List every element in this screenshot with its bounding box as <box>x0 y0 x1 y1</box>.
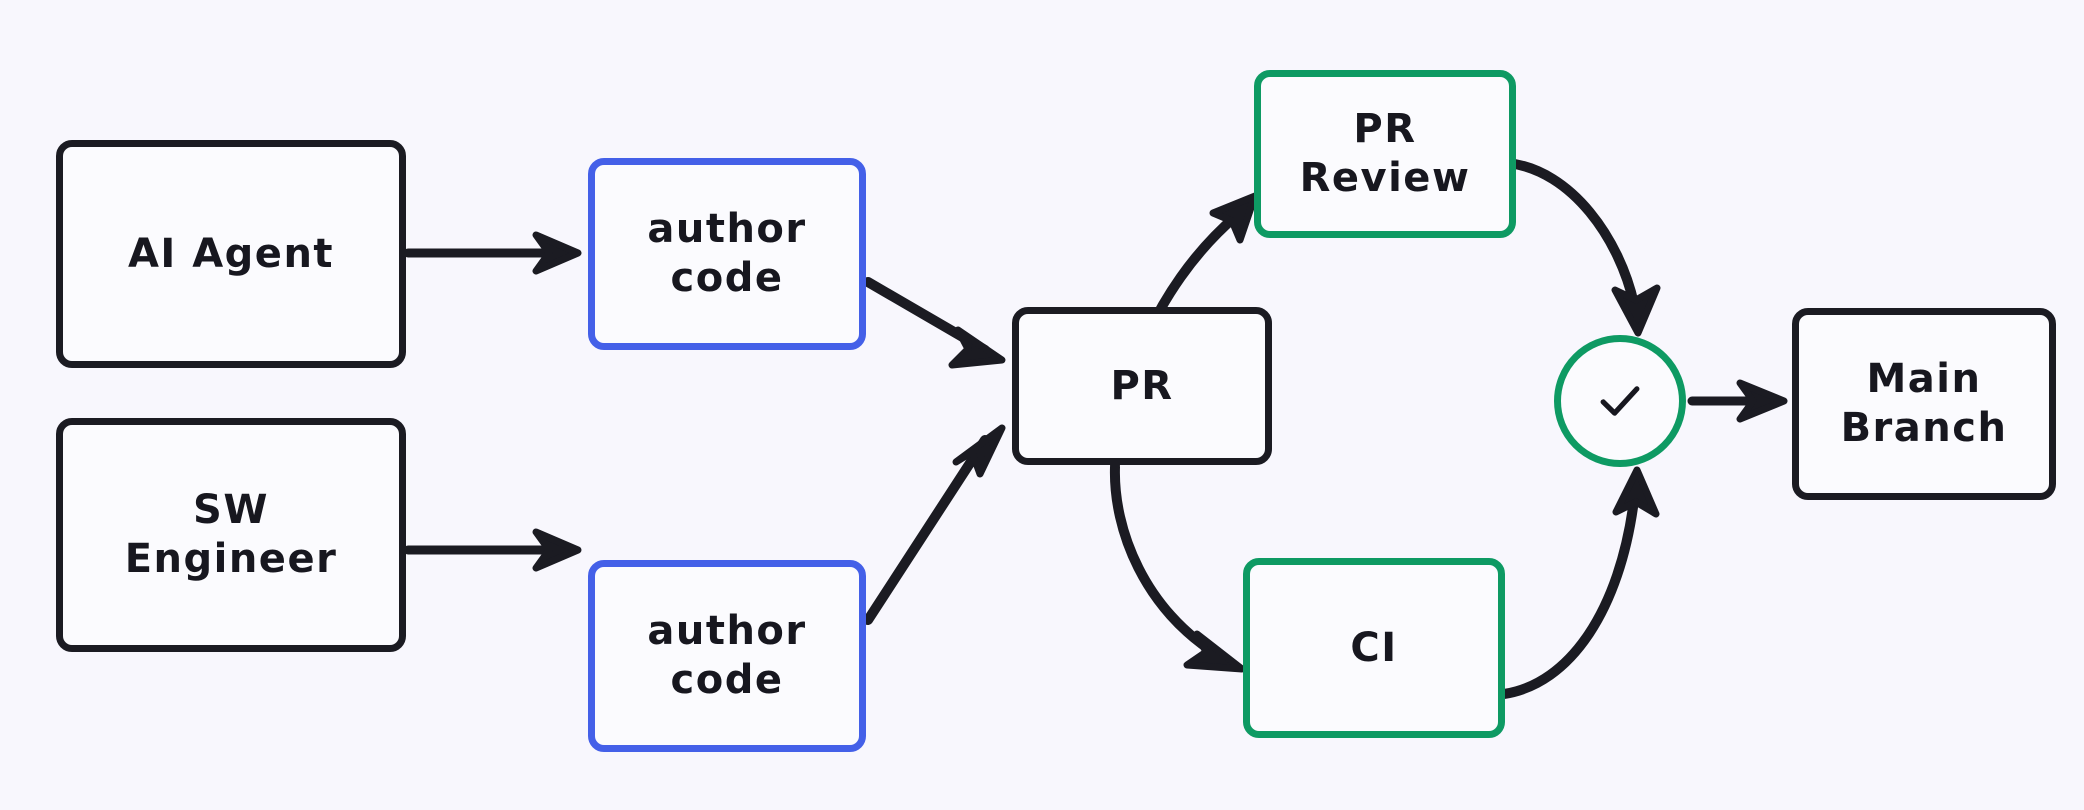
edge-ai-agent-to-author-code-top <box>403 231 582 275</box>
node-author-code-bottom-label: author code <box>647 608 807 703</box>
edge-author-code-bottom-to-pr <box>863 424 1006 625</box>
node-author-code-bottom[interactable]: author code <box>588 560 866 752</box>
node-pr[interactable]: PR <box>1012 307 1272 465</box>
node-ci-label: CI <box>1350 624 1398 671</box>
node-ai-agent[interactable]: AI Agent <box>56 140 406 368</box>
node-sw-engineer[interactable]: SW Engineer <box>56 418 406 652</box>
node-author-code-top[interactable]: author code <box>588 158 866 350</box>
node-pr-review-label: PR Review <box>1299 106 1471 201</box>
edge-author-code-top-to-pr <box>863 277 1006 369</box>
edge-ci-to-check <box>1499 466 1660 699</box>
node-pr-review[interactable]: PR Review <box>1254 70 1516 238</box>
node-main-branch-label: Main Branch <box>1840 356 2008 451</box>
edge-pr-review-to-check <box>1503 158 1661 337</box>
node-main-branch[interactable]: Main Branch <box>1792 308 2056 500</box>
node-pr-label: PR <box>1110 362 1174 409</box>
node-author-code-top-label: author code <box>647 206 807 301</box>
node-ci[interactable]: CI <box>1243 558 1505 738</box>
check-icon <box>1600 386 1640 416</box>
edge-sw-engineer-to-author-code-bottom <box>403 528 582 572</box>
node-ai-agent-label: AI Agent <box>127 230 335 277</box>
approval-check-node[interactable] <box>1554 335 1686 467</box>
edge-check-to-main-branch <box>1687 379 1788 423</box>
edge-pr-to-ci <box>1109 462 1246 673</box>
node-sw-engineer-label: SW Engineer <box>124 487 338 582</box>
